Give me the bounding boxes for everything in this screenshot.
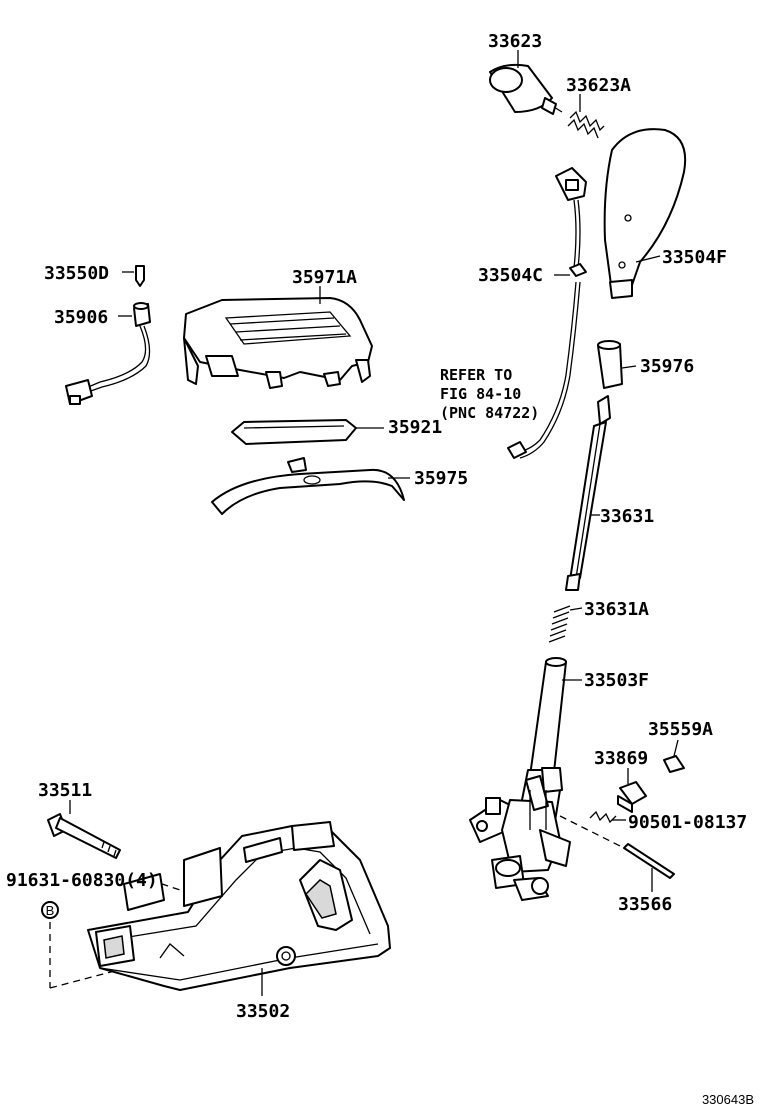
label-33502: 33502	[236, 1001, 290, 1022]
label-35971A: 35971A	[292, 267, 357, 288]
label-33504C: 33504C	[478, 265, 543, 286]
harness-33504C[interactable]	[507, 167, 587, 459]
label-33504F: 33504F	[662, 247, 727, 268]
marker-letter: B	[46, 903, 55, 918]
lever-assy-33503F[interactable]	[469, 657, 571, 901]
rod-33631[interactable]	[565, 395, 611, 591]
spring-90501-08137[interactable]	[589, 810, 617, 824]
label-33631: 33631	[600, 506, 654, 527]
figure-id: 330643B	[702, 1092, 754, 1107]
spring-33631A[interactable]	[548, 605, 571, 643]
boot-35976[interactable]	[597, 340, 623, 389]
bracket-33502[interactable]	[87, 821, 391, 991]
label-33503F: 33503F	[584, 670, 649, 691]
label-35976: 35976	[640, 356, 694, 377]
shift-knob-33504F[interactable]	[603, 128, 687, 299]
label-33550D: 33550D	[44, 263, 109, 284]
label-33623: 33623	[488, 31, 542, 52]
label-33511: 33511	[38, 780, 92, 801]
label-33631A: 33631A	[584, 599, 649, 620]
switch-33869[interactable]	[617, 781, 647, 813]
housing-35971A[interactable]	[183, 297, 373, 389]
solenoid-33623[interactable]	[489, 63, 563, 115]
label-33623A: 33623A	[566, 75, 631, 96]
plate-35921[interactable]	[231, 419, 357, 445]
label-35906: 35906	[54, 307, 108, 328]
refer-note-line3: (PNC 84722)	[440, 404, 539, 422]
refer-note-line2: FIG 84-10	[440, 385, 521, 403]
label-35559A: 35559A	[648, 719, 713, 740]
label-35975: 35975	[414, 468, 468, 489]
label-33566: 33566	[618, 894, 672, 915]
label-91631-60830: 91631-60830(4)	[6, 870, 158, 891]
label-35921: 35921	[388, 417, 442, 438]
label-90501-08137: 90501-08137	[628, 812, 747, 833]
bulb-33550D[interactable]	[135, 265, 145, 287]
pin-33566[interactable]	[623, 843, 675, 879]
marker-b-icon: B	[41, 901, 59, 919]
cover-35975[interactable]	[211, 457, 405, 515]
refer-note-line1: REFER TO	[440, 366, 512, 384]
label-33869: 33869	[594, 748, 648, 769]
bolt-33511[interactable]	[47, 813, 121, 859]
socket-35906[interactable]	[65, 302, 151, 405]
spring-33623A[interactable]	[567, 110, 605, 139]
cap-35559A[interactable]	[663, 755, 685, 773]
